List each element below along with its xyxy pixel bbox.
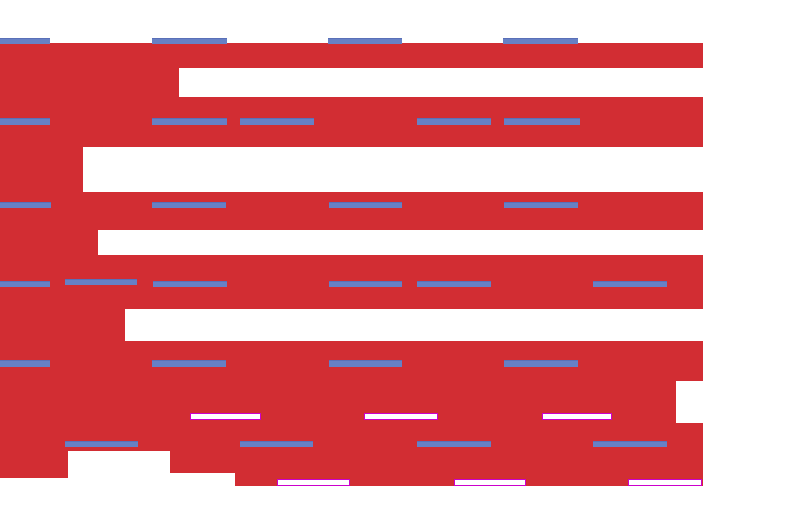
link-underline[interactable] [329,360,402,367]
link-underline[interactable] [65,441,138,447]
text-block [0,147,83,192]
highlight-underline[interactable] [542,413,612,420]
link-underline[interactable] [329,281,402,287]
highlight-underline[interactable] [190,413,261,420]
highlight-underline[interactable] [454,479,526,486]
text-block [0,309,125,341]
link-underline[interactable] [0,118,50,125]
link-underline[interactable] [65,279,137,285]
link-underline[interactable] [504,118,580,125]
link-underline[interactable] [417,118,491,125]
link-underline[interactable] [503,38,578,44]
link-underline[interactable] [152,38,227,44]
highlight-underline[interactable] [628,479,702,486]
text-block [0,68,179,97]
link-underline[interactable] [0,281,50,287]
link-underline[interactable] [153,281,227,287]
text-block [0,473,68,478]
text-block [0,230,98,255]
link-underline[interactable] [0,360,50,367]
link-underline[interactable] [152,202,226,208]
link-underline[interactable] [417,281,491,287]
highlight-underline[interactable] [364,413,438,420]
highlight-underline[interactable] [277,479,350,486]
link-underline[interactable] [504,360,578,367]
link-underline[interactable] [504,202,578,208]
link-underline[interactable] [328,38,402,44]
link-underline[interactable] [329,202,402,208]
text-block [0,97,703,147]
link-underline[interactable] [152,360,226,367]
link-underline[interactable] [593,281,667,287]
link-underline[interactable] [240,441,313,447]
link-underline[interactable] [152,118,227,125]
link-underline[interactable] [240,118,314,125]
text-block [170,451,703,473]
link-underline[interactable] [593,441,667,447]
link-underline[interactable] [417,441,491,447]
text-block [0,43,703,68]
link-underline[interactable] [0,38,50,44]
text-block [0,192,703,230]
link-underline[interactable] [0,202,51,208]
